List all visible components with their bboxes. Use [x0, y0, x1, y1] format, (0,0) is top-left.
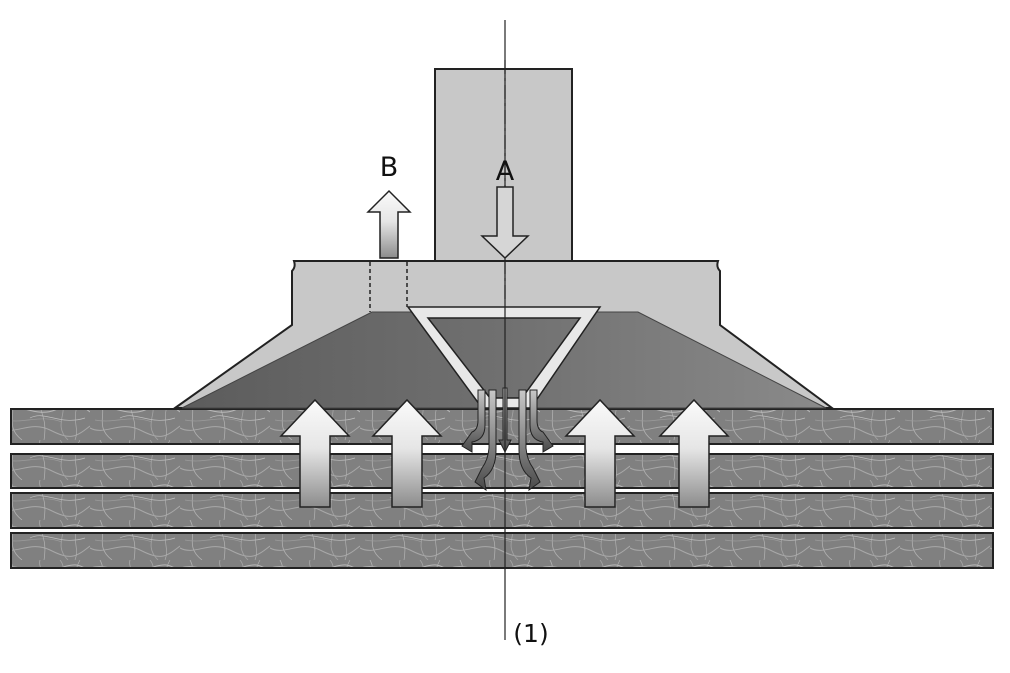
label-b: B — [380, 152, 399, 183]
sheet-3 — [10, 492, 994, 529]
suction-flow-arrows — [279, 398, 730, 508]
up-arrow-4 — [658, 398, 730, 508]
flow-left-inner — [474, 389, 497, 492]
flow-left-outer — [461, 389, 486, 453]
label-a: A — [496, 156, 515, 187]
up-arrow-2 — [371, 398, 443, 508]
suction-cavity — [181, 311, 827, 409]
sheet-1 — [10, 408, 994, 445]
flow-right-outer — [529, 389, 554, 453]
arrow-b — [366, 189, 412, 259]
label-axis-ref: (1) — [513, 619, 548, 648]
up-arrow-3 — [564, 398, 636, 508]
sheet-4 — [10, 532, 994, 569]
flow-right-inner — [518, 389, 541, 492]
arrow-a — [480, 186, 530, 260]
sheet-2 — [10, 453, 994, 489]
sheet-stack — [10, 408, 994, 569]
up-arrow-1 — [279, 398, 351, 508]
